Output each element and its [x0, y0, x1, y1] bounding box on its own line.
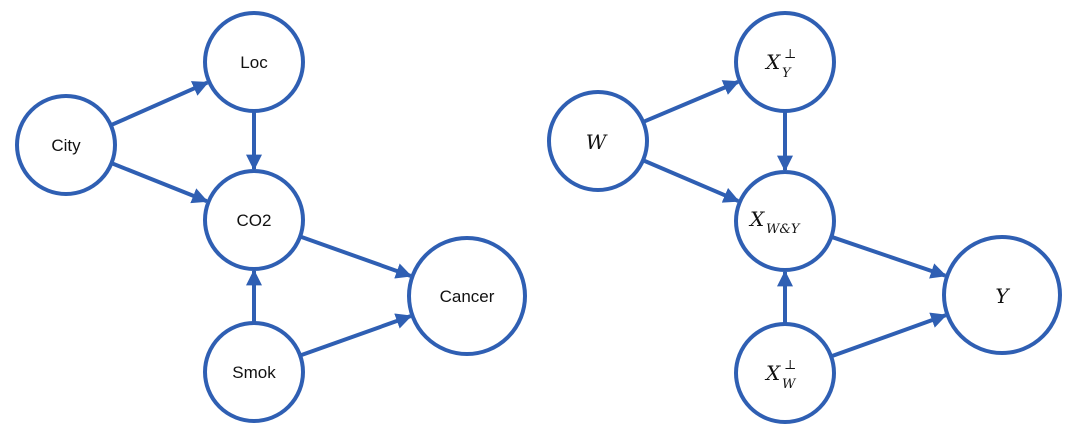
node-x-w-and-y-main: X	[748, 207, 765, 231]
edges-layer	[110, 80, 948, 359]
node-loc: Loc	[203, 11, 305, 113]
left-edge-city-to-loc	[110, 80, 209, 128]
right-edge-w-to-xwy	[642, 158, 740, 203]
right-edge-xw-to-y	[830, 312, 948, 359]
node-w-label: W	[586, 130, 608, 154]
node-cancer: Cancer	[407, 236, 527, 356]
node-city-label: City	[51, 136, 81, 155]
node-smok: Smok	[203, 321, 305, 423]
node-y-label: Y	[995, 284, 1010, 308]
node-loc-label: Loc	[240, 53, 268, 72]
node-co2: CO2	[203, 169, 305, 271]
node-city: City	[15, 94, 117, 196]
node-x-perp-w-main: X	[764, 361, 781, 385]
right-edge-w-to-xy	[642, 80, 740, 124]
node-cancer-label: Cancer	[440, 287, 495, 306]
node-x-perp-w-sub: W	[782, 377, 797, 392]
node-x-w-and-y-sub: W&Y	[766, 222, 801, 237]
left-diagram: City Loc CO2 Smok Cancer	[15, 11, 527, 423]
node-y: Y	[942, 235, 1062, 355]
left-edge-city-to-co2	[110, 161, 209, 204]
node-x-perp-y-sub: Y	[782, 66, 792, 81]
node-x-perp-y: X ⊥ Y	[734, 11, 836, 113]
left-edge-co2-to-cancer	[299, 234, 412, 279]
left-edge-smok-to-cancer	[299, 313, 412, 358]
node-co2-label: CO2	[237, 211, 272, 230]
node-w: W	[547, 90, 649, 192]
node-smok-label: Smok	[232, 363, 276, 382]
node-x-perp-w-sup: ⊥	[784, 358, 796, 373]
node-x-w-and-y: X W&Y	[734, 170, 836, 272]
node-x-perp-y-sup: ⊥	[784, 47, 796, 62]
right-diagram: W X ⊥ Y X W&Y X ⊥ W Y	[547, 11, 1062, 424]
right-edge-xwy-to-y	[830, 234, 947, 279]
node-x-perp-y-main: X	[764, 50, 781, 74]
node-x-perp-w: X ⊥ W	[734, 322, 836, 424]
